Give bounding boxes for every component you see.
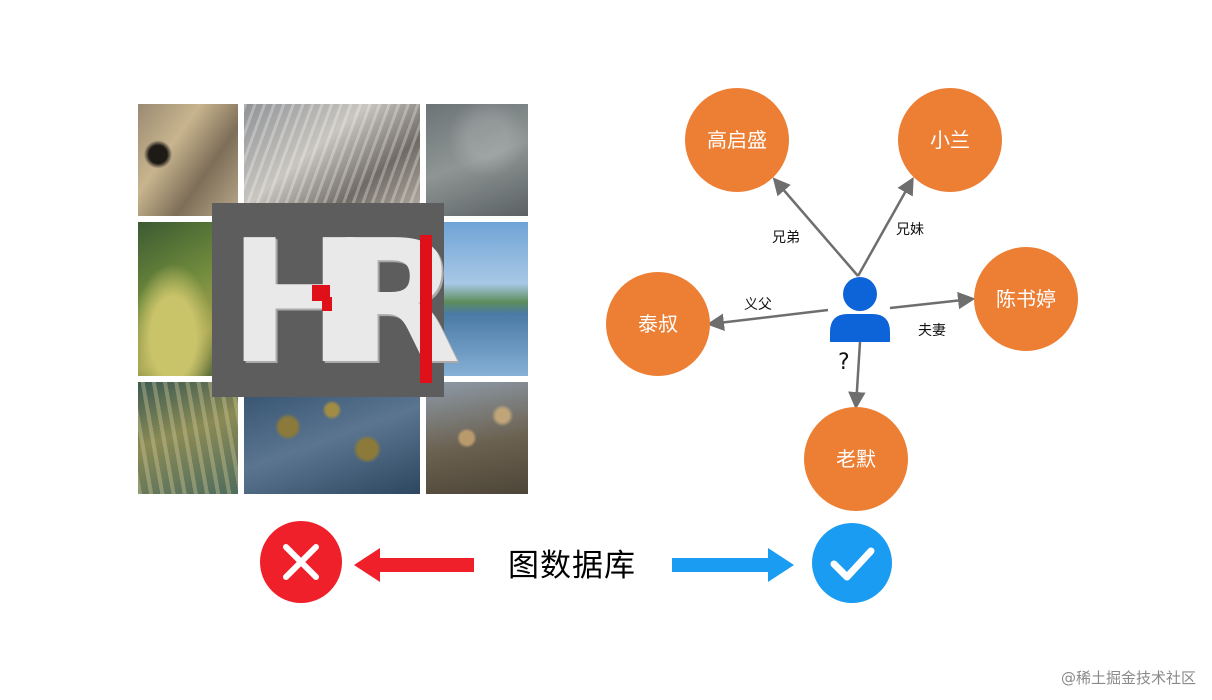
check-icon bbox=[812, 523, 892, 603]
node-label: 泰叔 bbox=[638, 312, 678, 336]
edge-label-siblings: 兄妹 bbox=[896, 222, 924, 238]
node-xiaolan: 小兰 bbox=[898, 88, 1002, 192]
edge-label-godfather: 义父 bbox=[744, 297, 772, 313]
edge-to-laomo bbox=[848, 341, 866, 410]
edge-to-xiaolan bbox=[856, 176, 914, 277]
collage-tile bbox=[426, 104, 528, 216]
collage-tile bbox=[244, 104, 420, 216]
edge-to-tai bbox=[706, 308, 829, 332]
node-chen-shuting: 陈书婷 bbox=[974, 247, 1078, 351]
hr-logo-red-mark bbox=[322, 297, 332, 311]
collage-tile bbox=[138, 104, 238, 216]
node-label: 陈书婷 bbox=[996, 287, 1056, 311]
edge-to-chen bbox=[889, 291, 976, 310]
node-taishu: 泰叔 bbox=[606, 272, 710, 376]
node-label: 老默 bbox=[836, 447, 876, 471]
node-label: 小兰 bbox=[930, 128, 970, 152]
cross-icon bbox=[260, 521, 342, 603]
collage-tile bbox=[426, 382, 528, 494]
node-laomo: 老默 bbox=[804, 407, 908, 511]
node-label: 高启盛 bbox=[707, 128, 767, 152]
edge-label-spouse: 夫妻 bbox=[918, 323, 946, 339]
edge-to-gao bbox=[772, 177, 859, 277]
arrow-left-icon bbox=[354, 548, 474, 582]
hr-logo-letter-h: H bbox=[228, 204, 371, 402]
graph-database-label: 图数据库 bbox=[508, 548, 636, 584]
person-icon bbox=[830, 277, 890, 342]
hr-logo: H R bbox=[212, 203, 461, 402]
edge-label-unknown: ? bbox=[838, 350, 850, 375]
collage-tile bbox=[244, 382, 420, 494]
edge-label-brothers: 兄弟 bbox=[772, 230, 800, 246]
hr-logo-letter-r: R bbox=[330, 204, 461, 402]
collage-tile bbox=[138, 382, 238, 494]
watermark: @稀土掘金技术社区 bbox=[1060, 669, 1196, 687]
arrow-right-icon bbox=[672, 548, 794, 582]
hr-logo-red-strip bbox=[420, 235, 432, 383]
node-gao-qisheng: 高启盛 bbox=[685, 88, 789, 192]
